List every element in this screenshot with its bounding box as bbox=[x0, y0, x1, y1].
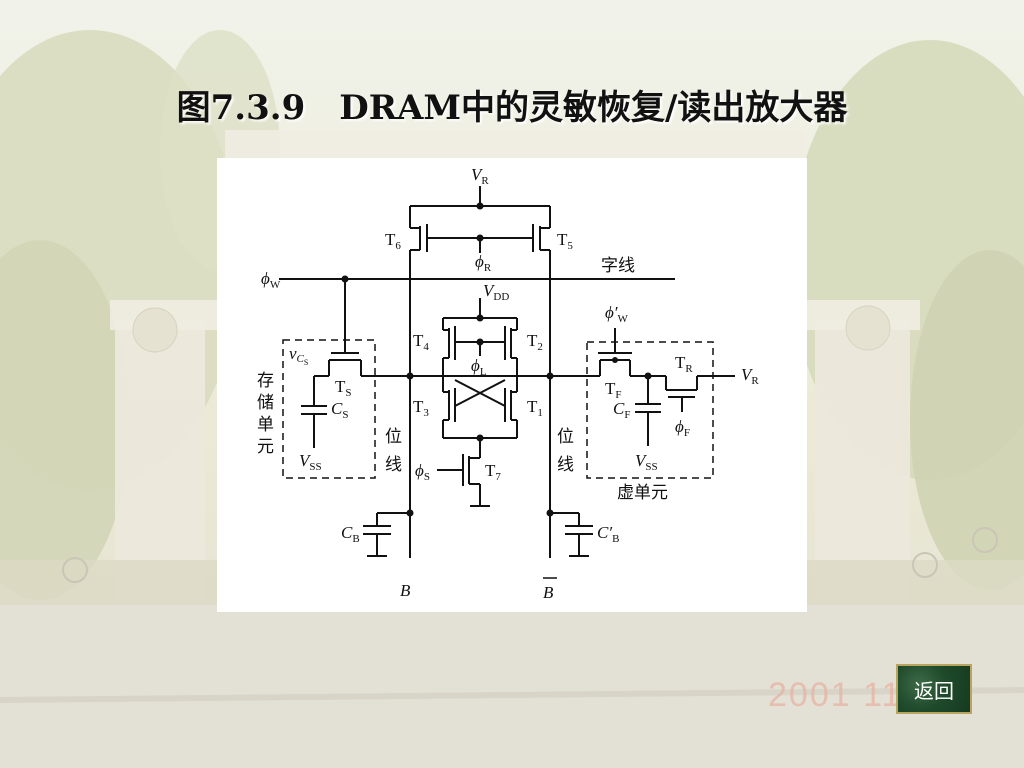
cb-label: CB bbox=[341, 523, 360, 545]
storage-cell-label-char: 储 bbox=[257, 393, 274, 412]
cs-label: CS bbox=[331, 399, 348, 421]
bit-line-left-label-char: 线 bbox=[385, 455, 402, 474]
back-button[interactable]: 返回 bbox=[896, 664, 972, 714]
t7-label: T7 bbox=[485, 461, 501, 483]
dram-sense-amplifier-circuit: VR T6 T5 ϕR 字线 ϕW VDD ϕ′W T4 T2 ϕL T3 T1… bbox=[257, 165, 759, 602]
bit-line-b-label: B bbox=[400, 581, 411, 600]
phi-w-prime-label: ϕ′W bbox=[605, 303, 629, 325]
storage-cell-label-char: 存 bbox=[257, 371, 274, 390]
vss-left-label: VSS bbox=[299, 451, 322, 473]
t5-label: T5 bbox=[557, 230, 573, 252]
word-line-label: 字线 bbox=[601, 256, 635, 275]
phi-l-label: ϕL bbox=[471, 356, 487, 378]
phi-r-label: ϕR bbox=[475, 252, 492, 274]
vss-right-label: VSS bbox=[635, 451, 658, 473]
cb-prime-label: C′B bbox=[597, 523, 619, 545]
vr-right-label: VR bbox=[741, 365, 759, 387]
cf-label: CF bbox=[613, 399, 630, 421]
t3-label: T3 bbox=[413, 397, 429, 419]
v-cs-label: vCS bbox=[289, 344, 308, 367]
date-watermark: 2001 11 bbox=[768, 676, 903, 714]
circuit-diagram-panel: VR T6 T5 ϕR 字线 ϕW VDD ϕ′W T4 T2 ϕL T3 T1… bbox=[217, 158, 807, 612]
bit-line-right-label-char: 线 bbox=[557, 455, 574, 474]
bit-line-b-bar-label: B bbox=[543, 583, 554, 602]
bit-line-left-label-char: 位 bbox=[385, 427, 402, 446]
bit-line-right-label-char: 位 bbox=[557, 427, 574, 446]
ts-label: TS bbox=[335, 377, 352, 399]
storage-cell-label-char: 元 bbox=[257, 437, 274, 456]
slide-title: 图7.3.9 DRAM中的灵敏恢复/读出放大器 bbox=[176, 88, 848, 128]
t4-label: T4 bbox=[413, 331, 429, 353]
phi-s-label: ϕS bbox=[415, 461, 430, 483]
t2-label: T2 bbox=[527, 331, 543, 353]
phi-w-label: ϕW bbox=[261, 269, 281, 291]
dummy-cell-label: 虚单元 bbox=[617, 483, 668, 502]
t1-label: T1 bbox=[527, 397, 543, 419]
storage-cell-label-char: 单 bbox=[257, 415, 274, 434]
tf-label: TF bbox=[605, 379, 622, 401]
t6-label: T6 bbox=[385, 230, 401, 252]
vr-top-label: VR bbox=[471, 165, 489, 187]
vdd-label: VDD bbox=[483, 281, 509, 303]
tr-label: TR bbox=[675, 353, 693, 375]
phi-f-label: ϕF bbox=[675, 417, 690, 439]
